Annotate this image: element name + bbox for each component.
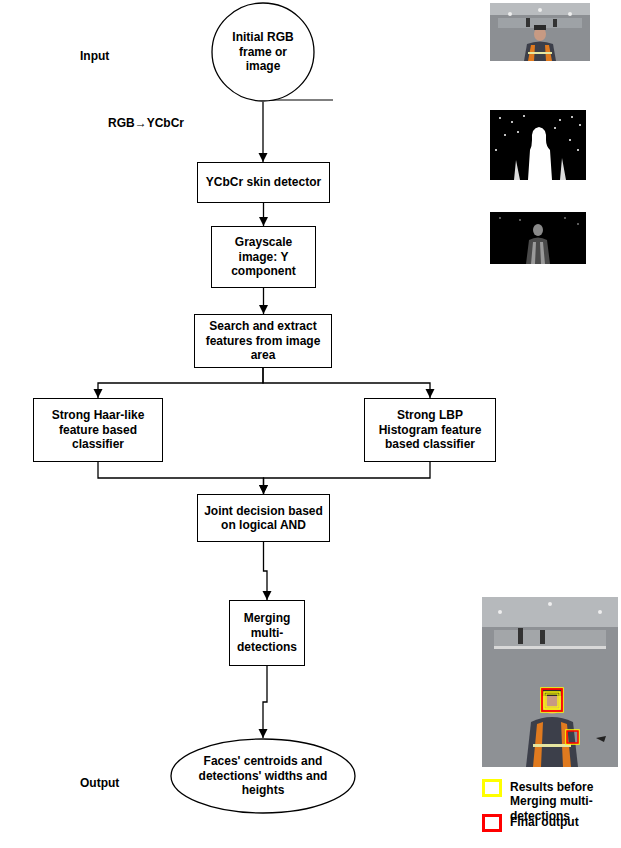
- node-text: Merging multi-detections: [236, 611, 298, 654]
- node-text: YCbCr skin detector: [206, 175, 321, 189]
- text-block: Strong Haar-like feature based classifie…: [40, 408, 156, 451]
- grayscale-image: [490, 212, 586, 264]
- process-box: YCbCr skin detector: [197, 162, 330, 203]
- input-photo: [490, 3, 590, 61]
- text-block: Faces' centroids and detections' widths …: [194, 754, 332, 797]
- text-block: YCbCr skin detector: [206, 175, 321, 189]
- flow-arrow: [263, 203, 264, 226]
- side-label: Input: [80, 49, 109, 63]
- process-box: Grayscale image: Y component: [211, 226, 316, 288]
- flow-arrow: [98, 462, 264, 494]
- node-text: Faces' centroids and detections' widths …: [194, 754, 332, 797]
- text-block: Grayscale image: Y component: [218, 235, 309, 278]
- legend-text: Final output: [510, 815, 621, 829]
- process-box: Merging multi-detections: [229, 600, 305, 666]
- node-text: Search and extract features from image a…: [201, 319, 325, 362]
- output-photo: [482, 597, 618, 767]
- text-block: Search and extract features from image a…: [201, 319, 325, 362]
- edge-label: RGB→YCbCr: [107, 116, 185, 130]
- text-block: Initial RGB frame or image: [225, 30, 301, 73]
- start-circle: Initial RGB frame or image: [211, 2, 315, 102]
- side-label: Output: [80, 776, 119, 790]
- text-block: Joint decision based on logical AND: [204, 504, 323, 533]
- flow-arrow: [98, 368, 263, 398]
- flow-arrow: [263, 288, 264, 314]
- flow-arrow: [262, 102, 263, 162]
- node-text: Strong Haar-like feature based classifie…: [40, 408, 156, 451]
- decision-box: Joint decision based on logical AND: [197, 494, 330, 542]
- flow-arrow: [264, 462, 431, 494]
- node-text: Grayscale image: Y component: [218, 235, 309, 278]
- text-block: Merging multi-detections: [236, 611, 298, 654]
- legend-swatch: [482, 814, 502, 832]
- classifier-box: Strong Haar-like feature based classifie…: [33, 398, 163, 462]
- node-text: Initial RGB frame or image: [225, 30, 301, 73]
- flow-arrow: [264, 542, 268, 600]
- text-block: Strong LBP Histogram feature based class…: [371, 408, 489, 451]
- flow-arrow: [263, 666, 267, 738]
- classifier-box: Strong LBP Histogram feature based class…: [364, 398, 496, 462]
- node-text: Strong LBP Histogram feature based class…: [371, 408, 489, 451]
- process-box: Search and extract features from image a…: [194, 314, 332, 368]
- output-ellipse: Faces' centroids and detections' widths …: [170, 738, 356, 814]
- skin-mask-image: [490, 110, 586, 180]
- flow-arrow: [263, 368, 430, 398]
- legend-swatch: [482, 779, 502, 797]
- node-text: Joint decision based on logical AND: [204, 504, 323, 533]
